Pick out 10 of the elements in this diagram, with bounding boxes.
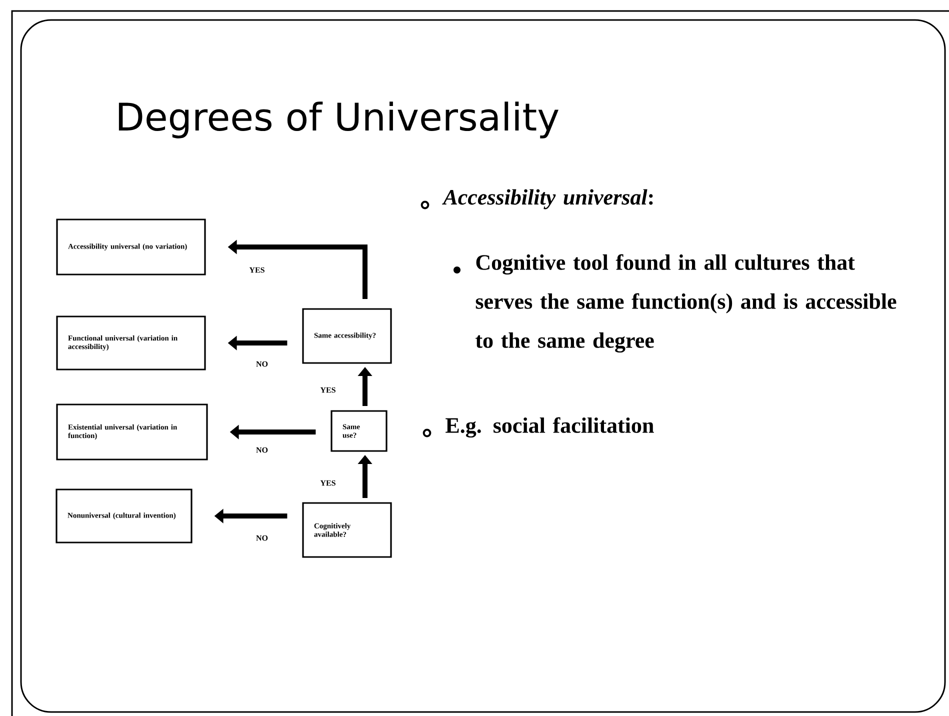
bullet-text: Accessibility universal: (442, 189, 653, 210)
edge-label: NO (255, 534, 269, 542)
slide-title: Degrees of Universality (118, 102, 558, 138)
edge-label: NO (255, 360, 269, 368)
edge-label: YES (248, 266, 266, 274)
edge-label: YES (319, 386, 337, 394)
bullet-text: E.g. social facilitation (446, 417, 654, 438)
edge-label: NO (255, 446, 269, 454)
bullet-text: Cognitive tool found in all cultures that serves the same function(s) and is accessible to the same degree (476, 254, 896, 353)
edge-label: YES (319, 479, 337, 487)
